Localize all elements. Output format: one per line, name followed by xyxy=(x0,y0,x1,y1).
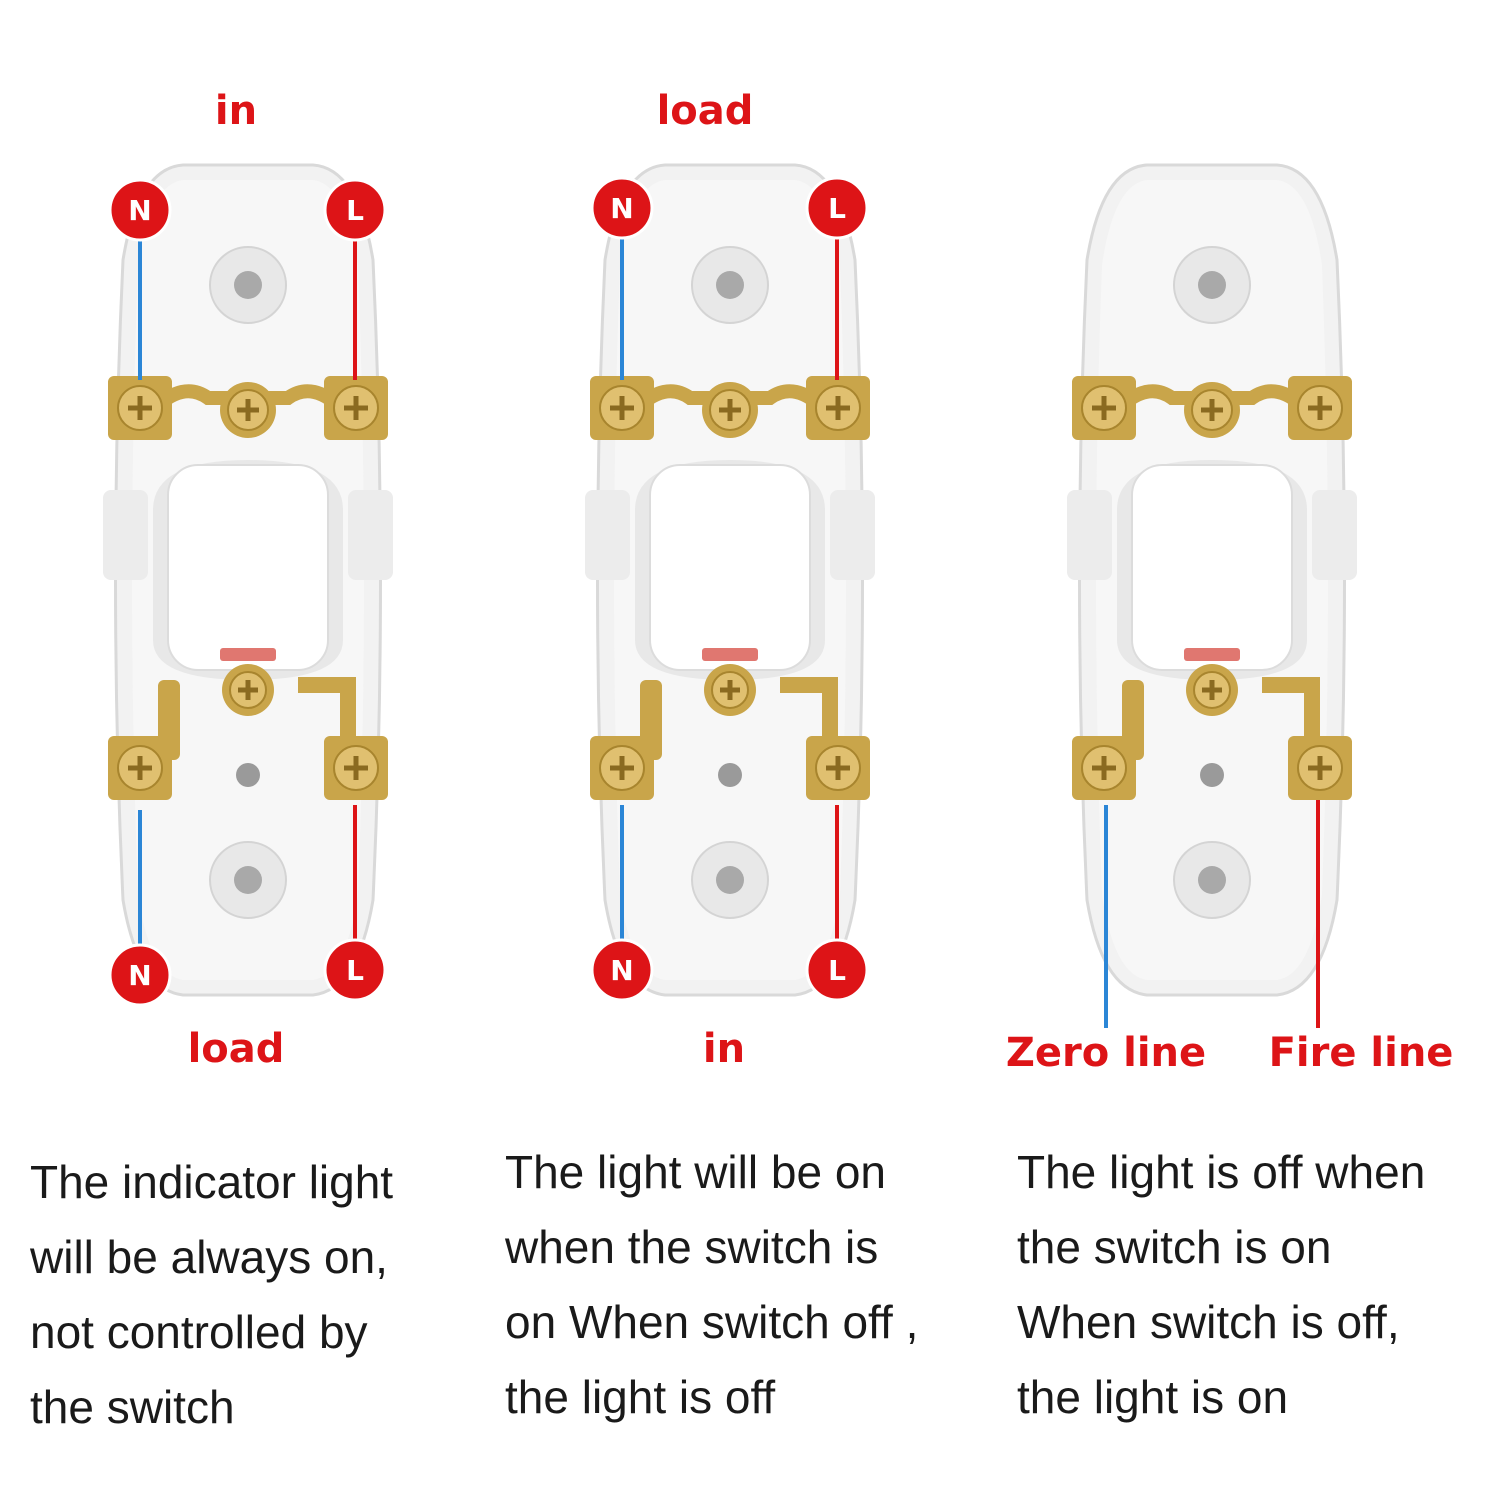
panel1-description: The indicator light will be always on, n… xyxy=(30,1145,393,1445)
indicator-lamp xyxy=(220,648,276,661)
terminal-middle-center xyxy=(1186,664,1238,716)
description-line: on When switch off , xyxy=(505,1296,919,1348)
badge-l-bottom: L xyxy=(323,938,387,1002)
panel1-top-label: in xyxy=(214,88,258,134)
rocker-button xyxy=(1131,464,1293,671)
description-line: The light is off when xyxy=(1017,1146,1426,1198)
terminal-top-right xyxy=(806,376,870,440)
terminal-bottom-right xyxy=(806,736,870,800)
terminal-middle-center xyxy=(222,664,274,716)
description-line: not controlled by xyxy=(30,1306,368,1358)
badge-l-top: L xyxy=(805,176,869,240)
svg-text:N: N xyxy=(610,954,633,987)
svg-text:L: L xyxy=(346,194,364,227)
panel3-description: The light is off when the switch is on W… xyxy=(1017,1135,1425,1435)
badge-n-top: N xyxy=(590,176,654,240)
terminal-bottom-left xyxy=(108,736,172,800)
description-line: The indicator light xyxy=(30,1156,394,1208)
terminal-top-right xyxy=(1288,376,1352,440)
panel2-bottom-label: in xyxy=(702,1026,746,1072)
svg-text:L: L xyxy=(346,954,364,987)
terminal-top-center xyxy=(220,382,276,438)
indicator-lamp xyxy=(1184,648,1240,661)
terminal-top-left xyxy=(108,376,172,440)
badge-n-bottom: N xyxy=(108,943,172,1007)
description-line: will be always on, xyxy=(30,1231,388,1283)
terminal-top-center xyxy=(1184,382,1240,438)
description-line: when the switch is xyxy=(505,1221,879,1273)
terminal-bottom-right xyxy=(324,736,388,800)
svg-text:L: L xyxy=(828,954,846,987)
panel3-zero-line-label: Zero line xyxy=(1005,1030,1207,1076)
description-line: the light is on xyxy=(1017,1371,1289,1423)
terminal-top-right xyxy=(324,376,388,440)
panel2-top-label: load xyxy=(656,88,754,134)
terminal-top-left xyxy=(1072,376,1136,440)
badge-n-bottom: N xyxy=(590,938,654,1002)
switch-2-diagram: N L N L xyxy=(585,163,875,1002)
panel3-fire-line-label: Fire line xyxy=(1268,1030,1454,1076)
svg-text:N: N xyxy=(128,194,151,227)
description-line: the switch is on xyxy=(1017,1221,1332,1273)
badge-n-top: N xyxy=(108,178,172,242)
terminal-bottom-left xyxy=(590,736,654,800)
terminal-top-left xyxy=(590,376,654,440)
description-line: When switch is off, xyxy=(1017,1296,1400,1348)
switch-3-diagram xyxy=(1067,163,1357,1028)
indicator-lamp xyxy=(702,648,758,661)
badge-l-top: L xyxy=(323,178,387,242)
description-line: the switch xyxy=(30,1381,235,1433)
panel2-description: The light will be on when the switch is … xyxy=(505,1135,918,1435)
svg-text:N: N xyxy=(610,192,633,225)
terminal-bottom-right xyxy=(1288,736,1352,800)
badge-l-bottom: L xyxy=(805,938,869,1002)
svg-text:L: L xyxy=(828,192,846,225)
terminal-middle-center xyxy=(704,664,756,716)
switch-1-diagram: N L N L xyxy=(103,163,393,1007)
terminal-top-center xyxy=(702,382,758,438)
panel1-bottom-label: load xyxy=(187,1026,285,1072)
description-line: the light is off xyxy=(505,1371,776,1423)
terminal-bottom-left xyxy=(1072,736,1136,800)
description-line: The light will be on xyxy=(505,1146,886,1198)
svg-text:N: N xyxy=(128,959,151,992)
